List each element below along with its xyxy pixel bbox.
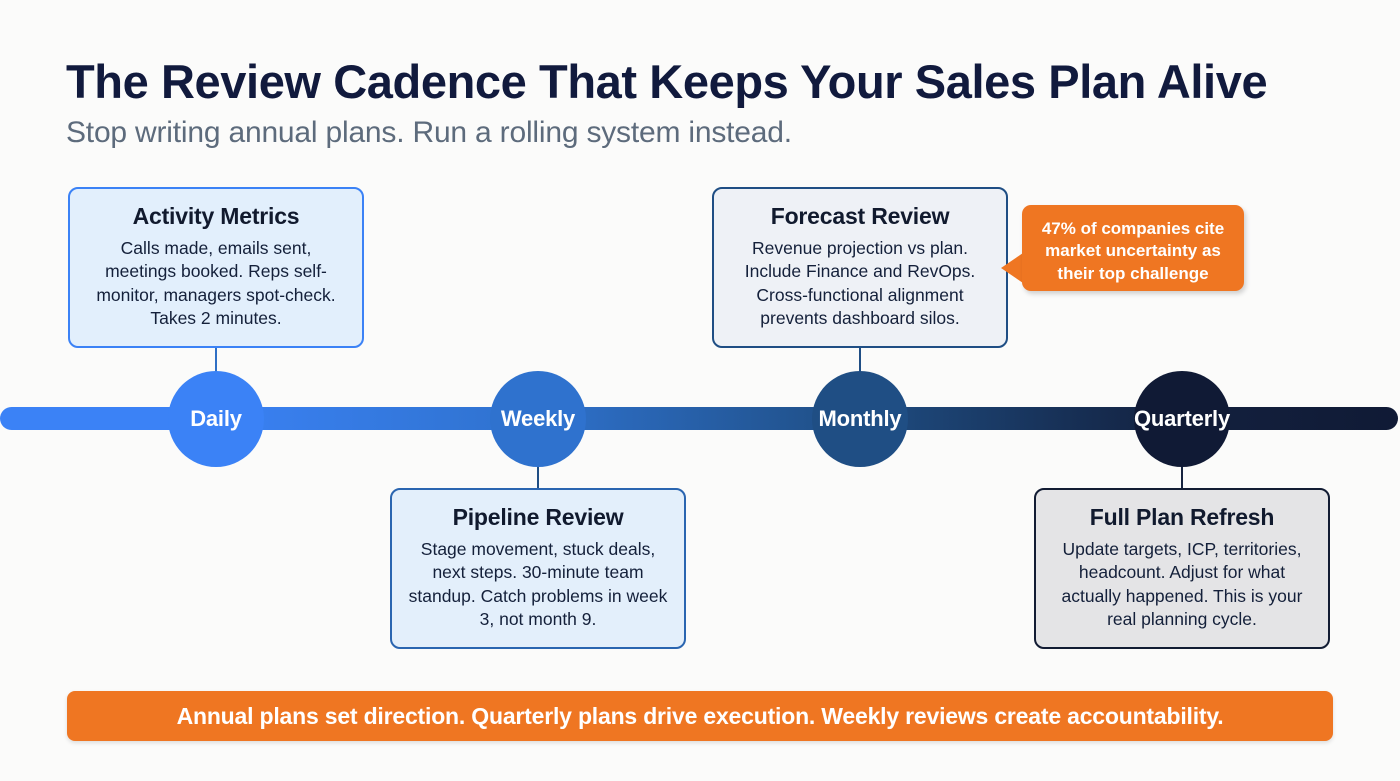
card-body: Stage movement, stuck deals, next steps.… [408, 539, 668, 629]
card-title: Pipeline Review [452, 504, 624, 530]
connector-weekly [537, 466, 539, 490]
connector-quarterly [1181, 466, 1183, 490]
card-body: Update targets, ICP, territories, headco… [1061, 539, 1303, 629]
timeline-node-label: Quarterly [1133, 406, 1231, 431]
timeline-node-quarterly[interactable]: Quarterly [1134, 371, 1230, 467]
card-title: Forecast Review [770, 203, 950, 229]
callout-text: 47% of companies cite market uncertainty… [1041, 219, 1225, 283]
card-title: Full Plan Refresh [1089, 504, 1275, 530]
card-forecast-review[interactable]: Forecast Review Revenue projection vs pl… [712, 187, 1008, 348]
card-activity-metrics[interactable]: Activity Metrics Calls made, emails sent… [68, 187, 364, 348]
card-full-plan-refresh[interactable]: Full Plan Refresh Update targets, ICP, t… [1034, 488, 1330, 649]
timeline-node-label: Weekly [500, 406, 576, 431]
callout-market-uncertainty[interactable]: 47% of companies cite market uncertainty… [1022, 205, 1244, 291]
callout-tail-icon [1001, 253, 1023, 283]
summary-banner: Annual plans set direction. Quarterly pl… [67, 691, 1333, 741]
connector-monthly [859, 348, 861, 372]
card-title: Activity Metrics [132, 203, 300, 229]
timeline-node-monthly[interactable]: Monthly [812, 371, 908, 467]
page-subtitle: Stop writing annual plans. Run a rolling… [66, 116, 792, 149]
card-body: Revenue projection vs plan. Include Fina… [744, 238, 976, 328]
card-pipeline-review[interactable]: Pipeline Review Stage movement, stuck de… [390, 488, 686, 649]
page-title: The Review Cadence That Keeps Your Sales… [66, 55, 1268, 108]
card-body: Calls made, emails sent, meetings booked… [96, 238, 336, 328]
timeline-node-label: Monthly [818, 406, 902, 431]
summary-banner-text: Annual plans set direction. Quarterly pl… [176, 702, 1224, 729]
connector-daily [215, 348, 217, 372]
timeline-node-daily[interactable]: Daily [168, 371, 264, 467]
timeline-node-label: Daily [190, 406, 242, 431]
timeline-node-weekly[interactable]: Weekly [490, 371, 586, 467]
timeline-bar [0, 407, 1398, 430]
